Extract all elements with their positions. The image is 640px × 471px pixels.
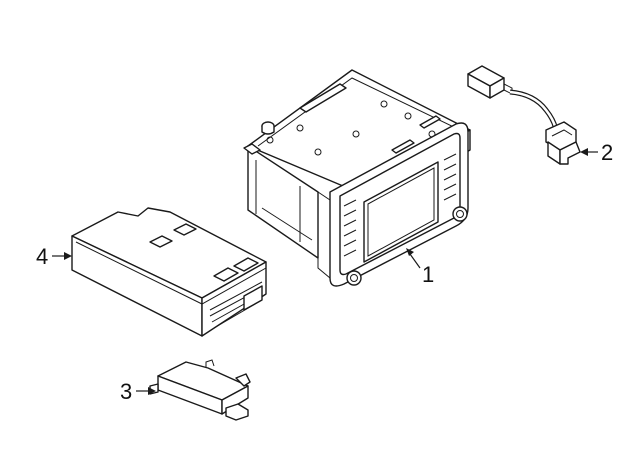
leader-arrow-4 <box>64 252 72 260</box>
leader-line-1 <box>409 253 421 269</box>
callout-4: 4 <box>36 244 48 269</box>
module-part-4[interactable] <box>71 207 267 337</box>
callout-2: 2 <box>601 140 613 165</box>
leader-arrow-2 <box>580 148 588 156</box>
connector-part-2[interactable] <box>467 65 581 165</box>
leader-arrow-3 <box>148 387 156 395</box>
head-unit-part-1[interactable] <box>243 69 471 287</box>
callout-1: 1 <box>422 262 434 287</box>
bracket-part-3[interactable] <box>149 359 251 421</box>
leader-arrow-1 <box>406 248 414 256</box>
callout-3: 3 <box>120 379 132 404</box>
